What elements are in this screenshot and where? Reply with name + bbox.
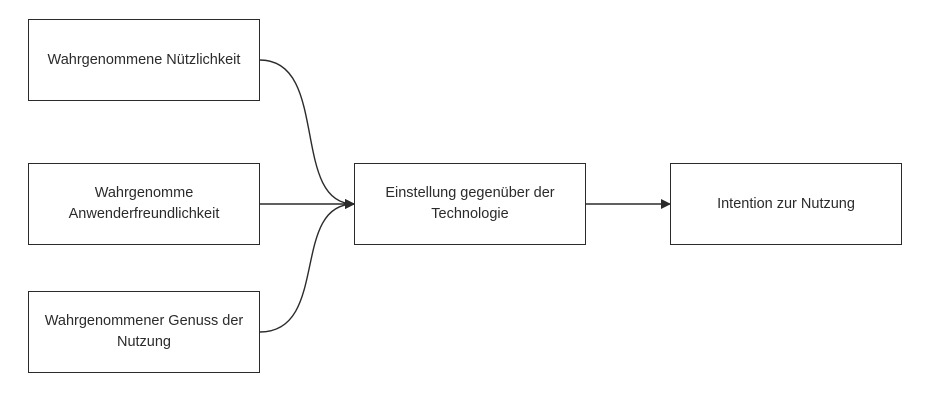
edge-nuetzlichkeit-to-einstellung (259, 59, 355, 209)
node-label: Einstellung gegenüber der Technologie (385, 185, 555, 222)
node-wahrgenomme-anwenderfreundlichkeit: Wahrgenomme Anwenderfreundlichkeit (28, 163, 260, 245)
node-label: Wahrgenomme Anwenderfreundlichkeit (68, 185, 220, 222)
node-wahrgenommene-nuetzlichkeit: Wahrgenommene Nützlichkeit (28, 19, 260, 101)
edge-genuss-to-einstellung (259, 199, 355, 333)
node-label: Wahrgenommene Nützlichkeit (47, 51, 241, 68)
node-einstellung-technologie: Einstellung gegenüber der Technologie (354, 163, 586, 245)
node-intention-nutzung: Intention zur Nutzung (670, 163, 902, 245)
node-label: Intention zur Nutzung (717, 195, 855, 212)
node-label: Wahrgenommener Genuss der Nutzung (44, 313, 244, 350)
node-wahrgenommener-genuss: Wahrgenommener Genuss der Nutzung (28, 291, 260, 373)
